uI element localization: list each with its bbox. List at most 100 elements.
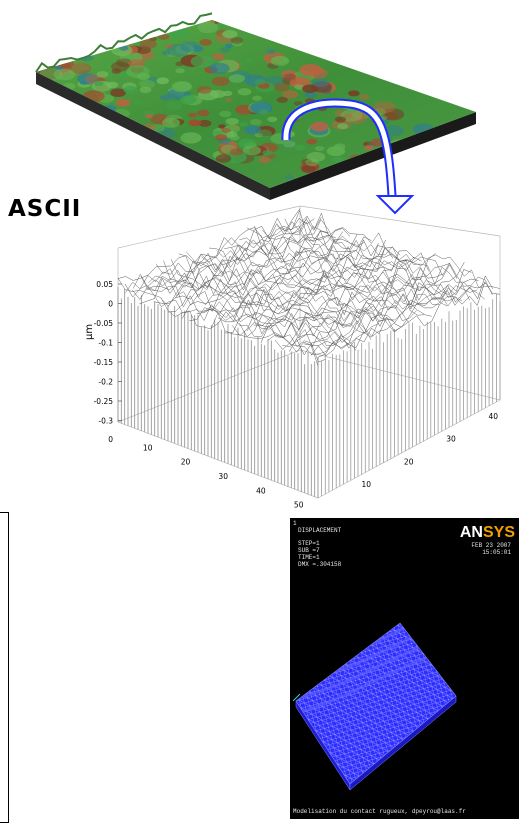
terrain-peak [190, 55, 214, 68]
mesh-line [292, 209, 493, 296]
terrain-peak [258, 156, 271, 164]
ansys-mesh-plate [292, 522, 519, 791]
plate-wave [345, 540, 515, 610]
terrain-peak [134, 99, 144, 106]
terrain-peak [115, 98, 131, 107]
mesh-line [153, 233, 336, 304]
terrain-peak [262, 150, 273, 156]
mesh-line [208, 247, 410, 324]
terrain-peak [257, 129, 272, 138]
z-tick-label: -0.05 [94, 319, 114, 328]
slab-side-right [270, 112, 476, 200]
terrain-peak [337, 123, 349, 130]
mesh-line [303, 282, 486, 348]
x-tick-label: 50 [294, 501, 304, 510]
terrain-peak [144, 114, 153, 119]
terrain-peak [283, 141, 296, 148]
mesh-line [155, 263, 357, 351]
mesh-line [170, 259, 372, 340]
x-tick-label: 10 [143, 443, 153, 452]
mesh-line [261, 229, 463, 307]
terrain-peak [332, 156, 344, 163]
x-tick-label: 30 [218, 472, 228, 481]
terrain-peak [230, 37, 244, 44]
terrain-peak [258, 109, 269, 115]
plate-wave [356, 522, 519, 592]
terrain-peak [139, 79, 156, 89]
terrain-peak [221, 127, 232, 134]
ansys-result-panel: 1 DISPLACEMENT STEP=1 SUB =7 TIME=1 DMX … [290, 518, 519, 819]
terrain-peak [242, 145, 261, 156]
terrain-peak [334, 116, 347, 123]
terrain-peak [381, 108, 405, 121]
ansys-info-dmx: DMX =.304158 [298, 561, 342, 568]
mesh-line [232, 250, 415, 336]
terrain-rim [35, 12, 213, 73]
terrain-peak [301, 165, 316, 174]
terrain-peak [225, 97, 233, 102]
mesh-line [253, 253, 436, 328]
terrain-peak [383, 125, 404, 137]
mesh-line [178, 253, 379, 334]
terrain-peak [77, 73, 99, 85]
terrain-peak [294, 84, 305, 90]
z-tick-label: -0.25 [94, 397, 114, 406]
ansys-info-sub: SUB =7 [298, 547, 320, 554]
terrain-peak [299, 63, 322, 77]
terrain-peak [273, 83, 290, 92]
terrain-peak [225, 43, 233, 49]
mesh-line [160, 230, 344, 307]
z-tick-label: 0.05 [96, 280, 113, 289]
terrain-peak [306, 152, 326, 162]
terrain-peak [276, 96, 288, 103]
terrain-peak [175, 68, 185, 74]
terrain-peak [304, 91, 317, 99]
x-tick-label: 20 [181, 458, 191, 467]
terrain-peak [96, 71, 109, 78]
terrain-peak [219, 110, 232, 118]
terrain-peak [161, 50, 171, 56]
ansys-time: 15:05:01 [482, 549, 511, 556]
terrain-peak [106, 81, 119, 89]
mesh-line [139, 217, 322, 305]
terrain-peak [197, 86, 212, 94]
mesh-line [296, 278, 479, 356]
terrain-peak [312, 78, 329, 88]
terrain-peak [198, 119, 212, 127]
left-frame [0, 512, 9, 823]
terrain-peak [165, 44, 174, 49]
mesh-line [167, 228, 351, 313]
terrain-peak [199, 39, 212, 46]
terrain-peak [282, 73, 297, 81]
terrain-peak [215, 154, 232, 163]
terrain-peak [118, 72, 129, 78]
mesh-line [186, 251, 387, 337]
terrain-peak [245, 58, 254, 63]
terrain-peak [209, 62, 230, 74]
terrain-peak [250, 119, 262, 126]
ansys-date: FEB 23 2007 [471, 542, 511, 549]
plate-wave [296, 646, 451, 720]
mesh-line [231, 239, 432, 317]
ansys-logo: ANSYS [459, 524, 515, 541]
terrain-peak [126, 65, 150, 78]
mesh-line [277, 225, 478, 295]
terrain-peak [212, 53, 226, 61]
mesh-line [193, 253, 394, 323]
terrain-peak [180, 41, 200, 52]
z-axis-label: μm [84, 324, 95, 340]
terrain-peak [156, 77, 169, 85]
ansys-footer: Modelisation du contact rugueux, dpeyrou… [293, 808, 466, 815]
mesh-line [125, 281, 326, 363]
slab-side-left [36, 72, 270, 200]
terrain-peak [188, 119, 202, 127]
plate-wave [333, 623, 456, 630]
z-tick-label: -0.2 [98, 378, 113, 387]
terrain-peak [94, 81, 104, 87]
terrain-peak [139, 39, 157, 49]
ansys-info-time: TIME=1 [298, 554, 320, 561]
terrain-peak [231, 40, 243, 47]
rough-surface-render [35, 12, 476, 200]
terrain-peak [157, 33, 170, 40]
mesh-line [140, 275, 341, 348]
